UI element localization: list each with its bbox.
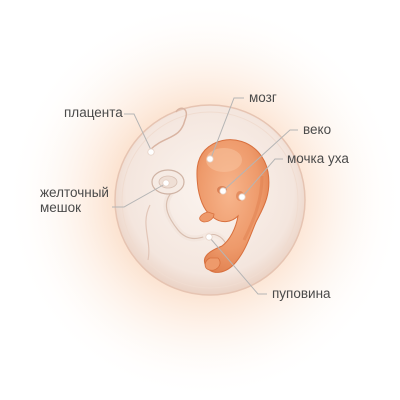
- label-yolk-sac-line1: желточный: [40, 185, 109, 200]
- leader-lines: [112, 97, 298, 295]
- sac-inner-ring: [121, 111, 299, 289]
- label-yolk-sac: желточный мешок: [40, 185, 109, 215]
- arm-bud: [199, 211, 215, 223]
- marker-yolk-sac: [162, 179, 170, 187]
- sac-fold: [145, 204, 151, 261]
- leader-brain: [210, 97, 244, 159]
- marker-dots: [147, 148, 246, 241]
- label-eyelid: веко: [303, 122, 332, 137]
- leader-yolk-sac: [112, 183, 166, 208]
- marker-ear: [238, 193, 246, 201]
- spine-shade: [242, 175, 264, 241]
- label-placenta: плацента: [64, 105, 123, 120]
- embryo-body: [196, 139, 270, 273]
- leg-bud: [204, 257, 221, 271]
- label-earlobe: мочка уха: [287, 151, 349, 166]
- leader-eyelid: [223, 129, 298, 191]
- leader-placenta: [124, 113, 152, 151]
- label-yolk-sac-line2: мешок: [40, 200, 82, 215]
- head-highlight: [206, 148, 242, 172]
- marker-eyelid: [219, 187, 227, 195]
- label-umbilical-cord: пуповина: [272, 286, 331, 301]
- marker-brain: [206, 155, 214, 163]
- leader-cord: [209, 237, 267, 295]
- leader-ear: [242, 158, 283, 197]
- placenta-membrane: [149, 107, 188, 151]
- label-brain: мозг: [249, 90, 277, 105]
- marker-cord: [205, 233, 213, 241]
- yolk-stalk-outline: [165, 191, 207, 240]
- marker-placenta: [147, 148, 155, 156]
